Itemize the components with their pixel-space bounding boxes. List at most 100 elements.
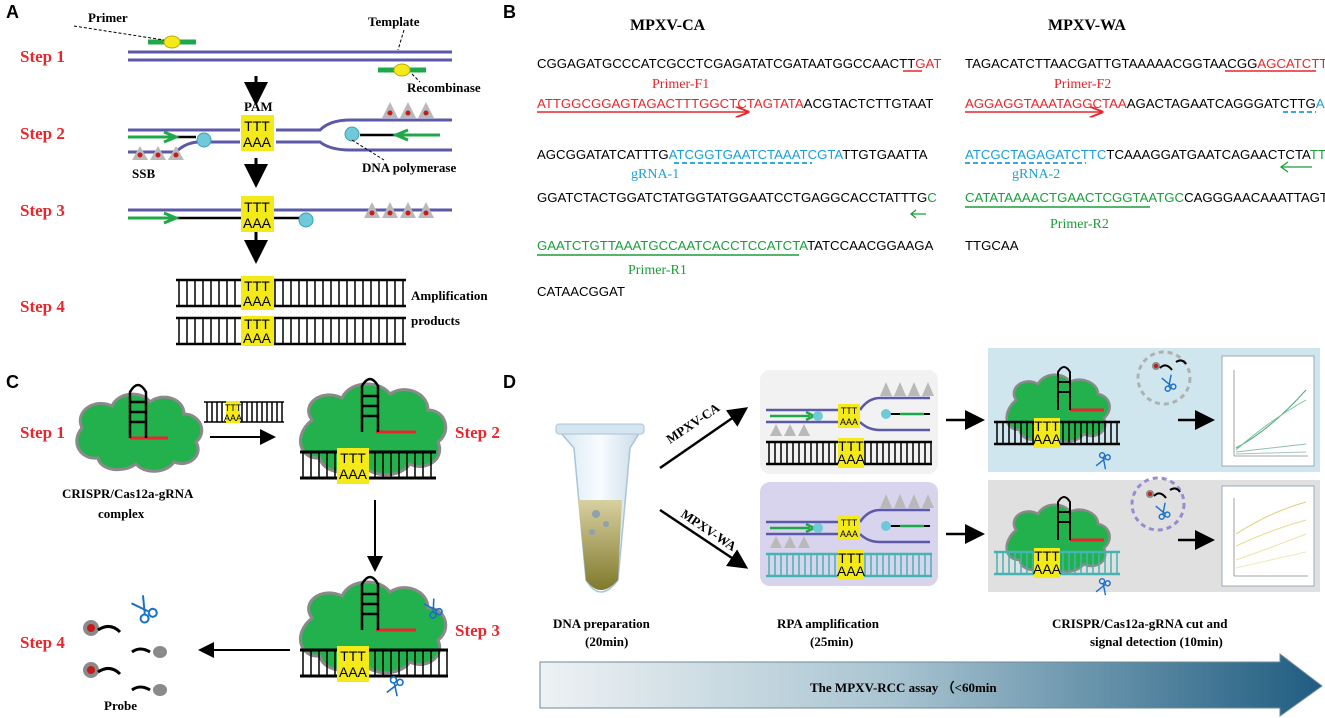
dna-polymerase-1 xyxy=(196,132,212,148)
cut-caption-1: CRISPR/Cas12a-gRNA cut and xyxy=(1052,616,1228,631)
wa-seq-line-5: TTGCAA xyxy=(965,238,1019,253)
recombinase-1 xyxy=(163,35,181,49)
prep-caption-1: DNA preparation xyxy=(553,616,651,631)
recombinase-leader xyxy=(411,73,421,83)
wa-seq-line-2: AGGAGGTAAATAGGCTAAAGACTAGAATCAGGGATCTTGA… xyxy=(965,96,1325,111)
probe-circle-ca xyxy=(1136,350,1192,406)
pam-aaa-product-2: AAA xyxy=(243,330,272,346)
d-wa-label: MPXV-WA xyxy=(678,506,739,554)
pam-aaa-d-wa-prod: AAA xyxy=(837,563,866,579)
wa-title: MPXV-WA xyxy=(1048,17,1126,34)
wa-seq-line-1: TAGACATCTTAACGATTGTAAAAACGGTAACGGAGCATCT… xyxy=(965,56,1325,71)
pam-ttt-d-ca-prod: TTT xyxy=(838,438,864,454)
cas12a-complex-step2 xyxy=(299,382,448,477)
amplification-label-1: Amplification xyxy=(411,288,488,303)
amplification-label-2: products xyxy=(411,313,460,328)
ca-title: MPXV-CA xyxy=(630,17,706,34)
assay-timeline-arrow xyxy=(539,652,1323,717)
panel-label-c: C xyxy=(6,372,19,392)
cas12a-complex-step3 xyxy=(299,580,448,675)
pam-box-small xyxy=(226,401,240,423)
template-label: Template xyxy=(368,14,420,29)
pam-ttt-d-ca-rpa: TTT xyxy=(841,406,858,416)
plot-wa-curve-4 xyxy=(1235,551,1307,569)
ca-seq-line-5: GAATCTGTTAAATGCCAATCACCTCCATCTATATCCAACG… xyxy=(537,238,934,253)
panel-c-step-4: Step 4 xyxy=(20,633,65,652)
probe-ca-fluorophore xyxy=(1154,364,1158,368)
pam-aaa-d-wa-rpa: AAA xyxy=(840,529,858,539)
scissors-icon-c3a xyxy=(423,598,443,619)
ca-primer-f-label: Primer-F1 xyxy=(652,77,709,92)
complex-label-2: complex xyxy=(98,506,145,521)
ssb-group-step3 xyxy=(364,202,434,218)
ca-seq-line-1: CGGAGATGCCCATCGCCTCGAGATATCGATAATGGCCAAC… xyxy=(537,56,941,71)
pam-aaa-d-ca-det: AAA xyxy=(1033,431,1062,447)
panel-a: A Step 1 Step 2 Step 3 Step 4 Primer Tem… xyxy=(6,2,488,346)
pam-box-d-ca-rpa xyxy=(838,404,860,428)
recombinase-2 xyxy=(393,63,411,77)
ssb-d-wa xyxy=(770,494,934,548)
panel-a-step-3: Step 3 xyxy=(20,201,65,220)
plot-ca-curve-4 xyxy=(1235,451,1307,455)
fluorescence-plot-ca xyxy=(1221,355,1315,467)
pam-box-d-ca-det xyxy=(1034,418,1060,448)
pam-box-c2 xyxy=(337,448,369,484)
pam-aaa-product-1: AAA xyxy=(243,293,272,309)
wa-primer-r-arrowhead xyxy=(1279,161,1312,173)
pam-aaa-step3: AAA xyxy=(243,215,272,231)
pam-box-c3 xyxy=(337,646,369,682)
arrow-d-wa xyxy=(659,508,749,569)
pam-ttt-small: TTT xyxy=(225,403,242,413)
cut-caption-2: signal detection (10min) xyxy=(1090,634,1223,649)
dna-polymerase-3 xyxy=(298,212,314,228)
grna-hairpin-step1 xyxy=(128,383,148,438)
ca-seq-line-3: AGCGGATATCATTTGATCGGTGAATCTAAATCGTATTGTG… xyxy=(537,147,928,162)
pam-ttt-c3: TTT xyxy=(340,648,366,664)
ssb-d-ca xyxy=(770,382,934,436)
plot-wa-curve-3 xyxy=(1235,533,1307,561)
panel-c-step-3: Step 3 xyxy=(455,621,500,640)
wa-seq-line-3: ATCGCTAGAGATCTTCTCAAAGGATGAATCAGAACTCTAT… xyxy=(965,147,1325,162)
rpa-caption-2: (25min) xyxy=(810,634,853,649)
scissors-icon-c4 xyxy=(131,595,158,624)
pam-aaa-d-ca-prod: AAA xyxy=(837,451,866,467)
panel-label-d: D xyxy=(503,372,516,392)
pam-aaa-c3: AAA xyxy=(339,664,368,680)
probe-wa-strand-2 xyxy=(1169,487,1181,493)
plot-ca-curve-2 xyxy=(1235,399,1307,451)
ssb-group-left xyxy=(132,146,184,160)
wa-primer-f-label: Primer-F2 xyxy=(1054,77,1111,92)
panel-label-a: A xyxy=(6,2,19,22)
step2-primer-fwd-head xyxy=(163,130,180,144)
scissors-icon-d-ca1 xyxy=(1161,374,1177,392)
pam-box-product-2 xyxy=(241,316,274,346)
pam-ttt-c2: TTT xyxy=(340,450,366,466)
plot-ca-curve-3 xyxy=(1235,443,1307,453)
primer-label: Primer xyxy=(88,10,128,25)
probe-wa-fluorophore xyxy=(1148,492,1152,496)
panel-a-step-2: Step 2 xyxy=(20,124,65,143)
complex-label-1: CRISPR/Cas12a-gRNA xyxy=(62,486,194,501)
pam-ttt-step3: TTT xyxy=(244,199,270,215)
rpa-box-wa-polymerase-2 xyxy=(881,521,891,531)
rpa-box-ca-polymerase-2 xyxy=(881,409,891,419)
pam-box-step3 xyxy=(241,196,274,232)
grna-hairpin-d-wa xyxy=(1057,496,1071,540)
pam-ttt-d-wa-det: TTT xyxy=(1034,548,1060,564)
panel-b: B MPXV-CA CGGAGATGCCCATCGCCTCGAGATATCGAT… xyxy=(503,2,1325,299)
rpa-box-wa-polymerase-1 xyxy=(813,523,823,533)
step2-primer-rev-head xyxy=(392,128,409,142)
pam-aaa-step2: AAA xyxy=(243,134,272,150)
dna-polymerase-2 xyxy=(344,126,360,142)
probe-circle-wa xyxy=(1130,476,1186,532)
panel-d: D MPXV-CA MPXV-WA TTT AAA xyxy=(503,348,1323,717)
pam-box-d-wa-rpa xyxy=(838,516,860,540)
cas12a-complex-step1 xyxy=(75,392,204,473)
recombinase-label: Recombinase xyxy=(407,80,481,95)
plot-wa-curve-1 xyxy=(1235,501,1307,535)
polymerase-leader xyxy=(351,139,385,161)
ca-primer-r-label: Primer-R1 xyxy=(628,263,687,278)
pam-box-d-ca-prod xyxy=(838,438,864,468)
step2-strand-top xyxy=(128,118,452,132)
